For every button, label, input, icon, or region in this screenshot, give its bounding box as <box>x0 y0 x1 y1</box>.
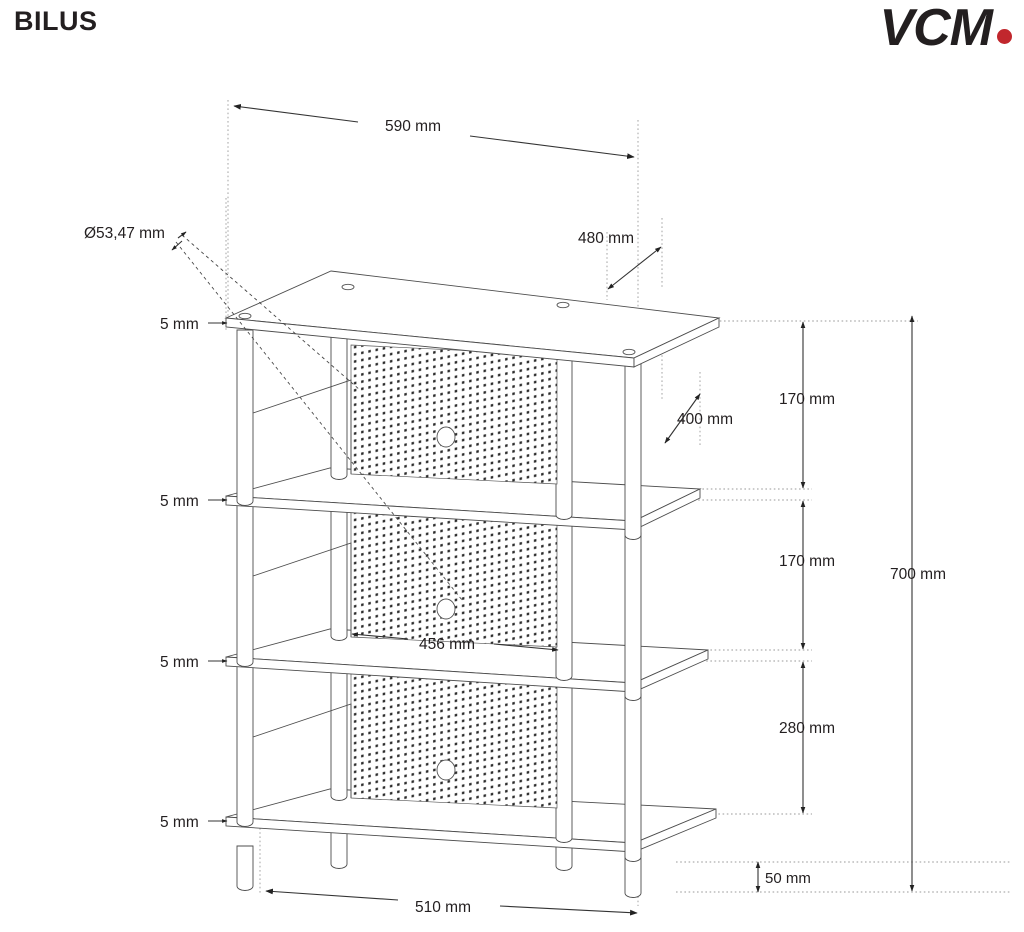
dimension-label-170-top: 170 mm <box>779 391 835 408</box>
dimension-label-480: 480 mm <box>578 230 634 247</box>
legs-upper <box>236 310 642 540</box>
dimension-label-5mm-3: 5 mm <box>160 654 199 671</box>
dimension-label-400: 400 mm <box>677 411 733 428</box>
mount-hole-3 <box>556 301 570 309</box>
mount-hole-1 <box>238 312 252 320</box>
dimension-bottom-width <box>265 888 638 916</box>
cable-hole-upper <box>436 426 456 448</box>
dimension-label-510: 510 mm <box>415 899 471 916</box>
dimension-label-50: 50 mm <box>765 870 811 887</box>
back-panel-middle <box>350 507 558 648</box>
brand-logo-dot <box>997 29 1012 44</box>
brand-logo-text: VCM <box>879 0 993 57</box>
dimension-back-panel-width <box>351 632 559 652</box>
dimension-label-590: 590 mm <box>385 118 441 135</box>
dimension-label-5mm-4: 5 mm <box>160 814 199 831</box>
mount-hole-4 <box>622 348 636 356</box>
cable-hole-lower <box>436 759 456 781</box>
back-panel-lower <box>350 668 558 809</box>
dimension-top-width <box>233 103 635 160</box>
dimension-label-170-mid: 170 mm <box>779 553 835 570</box>
brand-logo: VCM <box>879 2 1012 54</box>
dimension-top-depth <box>607 246 662 290</box>
cable-hole-middle <box>436 598 456 620</box>
legs-lower <box>236 640 642 862</box>
dimension-label-280: 280 mm <box>779 720 835 737</box>
shelf-bottom <box>225 788 717 853</box>
mount-hole-2 <box>341 283 355 291</box>
dimension-leg-diameter <box>171 231 463 601</box>
legs-mid <box>236 480 642 701</box>
dimension-label-leg-diameter: Ø53,47 mm <box>84 225 165 242</box>
back-panel-upper <box>350 344 558 485</box>
page-title: BILUS <box>14 6 98 36</box>
dimension-mid-depth <box>664 393 701 444</box>
dimension-label-700: 700 mm <box>890 566 946 583</box>
dimension-label-456: 456 mm <box>419 636 475 653</box>
feet-group <box>236 823 642 898</box>
dimension-label-5mm-1: 5 mm <box>160 316 199 333</box>
dimension-label-5mm-2: 5 mm <box>160 493 199 510</box>
shelf-top <box>224 270 721 368</box>
